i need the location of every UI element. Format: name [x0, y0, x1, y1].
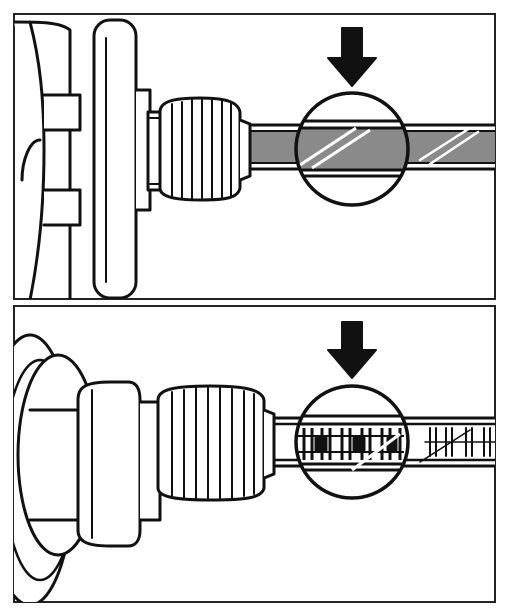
knurled-nut-top	[158, 96, 252, 202]
down-arrow-icon	[327, 321, 377, 379]
panel-bottom	[13, 305, 496, 603]
device-body	[14, 20, 82, 299]
magnifier-top	[294, 91, 410, 207]
down-arrow-icon	[327, 27, 377, 87]
knurled-nut-bottom	[156, 384, 276, 502]
adapter-collar	[76, 380, 162, 548]
panel-top	[13, 13, 496, 300]
magnifier-bottom	[294, 384, 410, 500]
